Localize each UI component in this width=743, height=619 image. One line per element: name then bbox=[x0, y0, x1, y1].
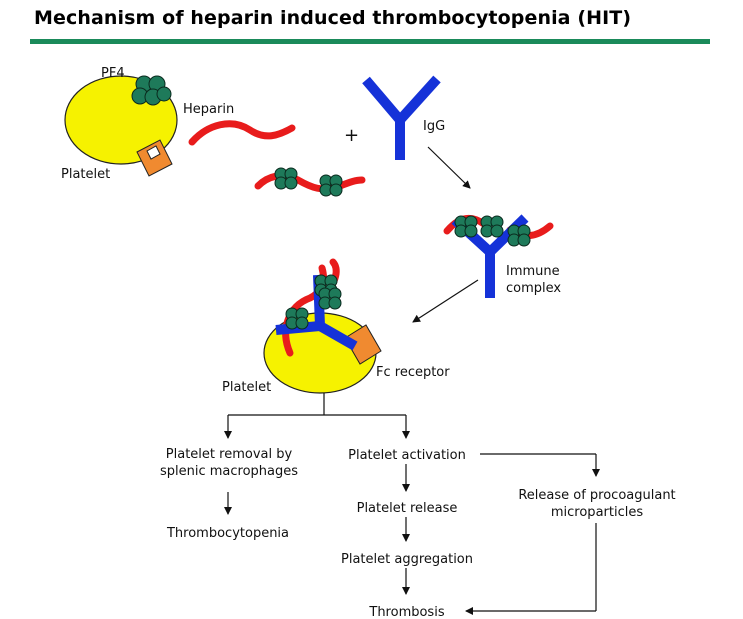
fc-receptor bbox=[344, 324, 382, 365]
receptor-top bbox=[136, 139, 173, 177]
pf4-label: PF4 bbox=[101, 66, 125, 81]
pf4-cluster-top bbox=[131, 75, 172, 106]
igg-antibody bbox=[362, 75, 441, 160]
platelet-middle-label: Platelet bbox=[222, 380, 271, 395]
thrombosis-label: Thrombosis bbox=[368, 605, 444, 619]
procoag-line-1: Release of procoagulant bbox=[518, 488, 675, 503]
arrow-to-complex bbox=[427, 146, 471, 189]
aggregation-label: Platelet aggregation bbox=[341, 552, 473, 567]
plus-sign: + bbox=[344, 125, 359, 146]
bound-complex bbox=[275, 258, 358, 357]
removal-line-1: Platelet removal by bbox=[166, 447, 293, 462]
heparin-strand bbox=[188, 120, 296, 146]
removal-line-2: splenic macrophages bbox=[160, 464, 298, 479]
platelet-top-label: Platelet bbox=[61, 167, 110, 182]
title-rule bbox=[30, 39, 710, 44]
activation-label: Platelet activation bbox=[348, 448, 466, 463]
fc-receptor-label: Fc receptor bbox=[376, 365, 450, 380]
heparin-label: Heparin bbox=[183, 102, 234, 117]
thrombocytopenia-label: Thrombocytopenia bbox=[166, 526, 289, 541]
immune-complex-label-2: complex bbox=[506, 281, 561, 296]
page-title: Mechanism of heparin induced thrombocyto… bbox=[34, 7, 632, 29]
igg-label: IgG bbox=[423, 119, 445, 134]
heparin-pf4-strand bbox=[254, 172, 366, 193]
immune-complex-label-1: Immune bbox=[506, 264, 560, 279]
arrow-to-platelet bbox=[412, 279, 479, 323]
procoag-line-2: microparticles bbox=[551, 505, 643, 520]
release-label: Platelet release bbox=[357, 501, 458, 516]
immune-complex bbox=[443, 214, 554, 298]
flow-connectors bbox=[224, 393, 600, 615]
